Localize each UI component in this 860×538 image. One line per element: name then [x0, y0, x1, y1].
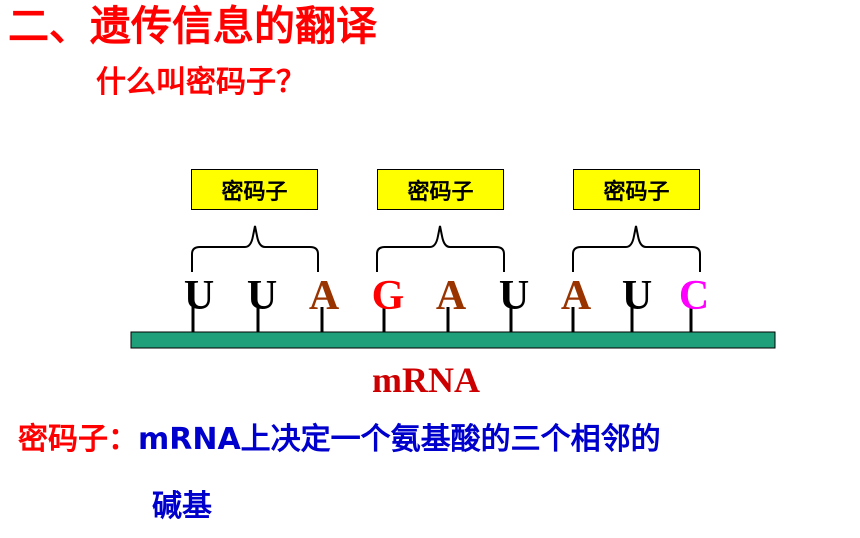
codon-brace-1 — [191, 225, 319, 272]
definition-line: 密码子：mRNA上决定一个氨基酸的三个相邻的 — [18, 425, 661, 455]
definition-continuation: 碱基 — [152, 489, 212, 524]
codon-label-1: 密码子 — [191, 169, 318, 210]
base-4: G — [371, 273, 405, 319]
mrna-strand — [130, 331, 776, 349]
base-9: C — [678, 273, 710, 319]
slide-subtitle: 什么叫密码子？ — [96, 65, 306, 100]
base-7: A — [560, 273, 592, 319]
mrna-label: mRNA — [372, 360, 480, 400]
base-2: U — [246, 273, 278, 319]
base-1: U — [183, 273, 215, 319]
codon-brace-2 — [376, 225, 505, 272]
definition-term: 密码子： — [18, 422, 138, 457]
slide-title: 二、遗传信息的翻译 — [8, 2, 377, 50]
base-5: A — [435, 273, 467, 319]
codon-brace-3 — [572, 225, 701, 272]
base-6: U — [498, 273, 530, 319]
base-8: U — [621, 273, 653, 319]
definition-text: mRNA上决定一个氨基酸的三个相邻的 — [138, 422, 661, 457]
base-3: A — [308, 273, 340, 319]
codon-label-2: 密码子 — [377, 169, 504, 210]
codon-label-3: 密码子 — [573, 169, 700, 210]
